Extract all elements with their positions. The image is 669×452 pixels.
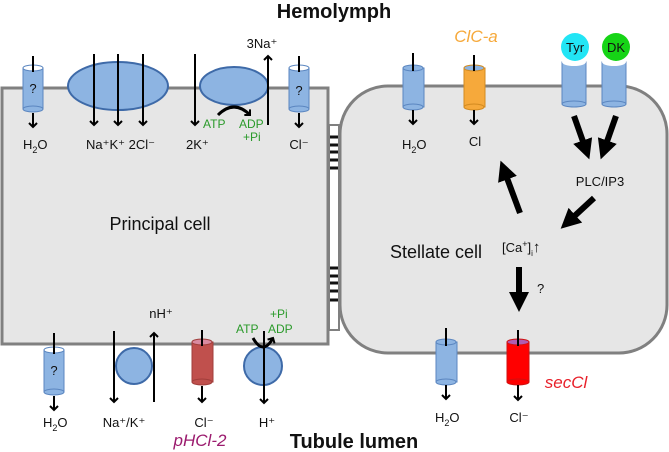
label-h2o-stellate-top: H2O	[402, 137, 427, 155]
label-atp-top: ATP	[203, 117, 225, 131]
label-tyr: Tyr	[566, 40, 585, 55]
label-cl-phcl2: Cl⁻	[194, 415, 213, 430]
seccl-channel	[506, 330, 530, 402]
unknown-channel-mark: ?	[295, 83, 302, 98]
unknown-channel-mark: ?	[29, 81, 36, 96]
title-hemolymph: Hemolymph	[277, 1, 391, 23]
label-phcl2: pHCl-2	[173, 431, 227, 450]
label-plc-ip3: PLC/IP3	[576, 174, 624, 189]
label-h2o-principal-bottom: H2O	[43, 415, 68, 433]
stellate-top-water-channel	[402, 53, 425, 126]
principal-bottom-water-channel: ?	[43, 333, 65, 412]
dk-receptor: DK	[601, 33, 630, 108]
principal-top-water-channel: ?	[22, 56, 44, 129]
label-nh: nH⁺	[149, 306, 172, 321]
label-pi-top: +Pi	[243, 130, 261, 144]
label-cl-principal-top: Cl⁻	[289, 137, 308, 152]
title-tubule-lumen: Tubule lumen	[290, 431, 419, 452]
label-nkcc-ions: Na⁺K⁺ 2Cl⁻	[86, 137, 155, 152]
label-cl-stellate-bottom: Cl⁻	[509, 410, 528, 425]
arrow-calcium-to-clc	[498, 160, 523, 215]
label-2k: 2K⁺	[186, 137, 209, 152]
arrow-plc-to-calcium	[560, 195, 597, 229]
label-unknown-link: ?	[537, 281, 544, 296]
label-adp-bottom: ADP	[268, 322, 293, 336]
nkcc-cotransporter	[67, 54, 169, 127]
label-stellate-cell: Stellate cell	[390, 242, 482, 262]
label-cl-stellate-top: Cl	[469, 134, 481, 149]
phcl2-channel	[191, 330, 214, 404]
principal-top-cl-channel: ?	[288, 56, 310, 129]
label-clc-a: ClC-a	[454, 27, 497, 46]
principal-cell	[0, 86, 330, 346]
label-atp-bottom: ATP	[236, 322, 258, 336]
unknown-channel-mark: ?	[50, 363, 57, 378]
label-h-plus: H⁺	[259, 415, 275, 430]
tyramine-receptor: Tyr	[561, 33, 589, 108]
clc-a-channel	[463, 55, 486, 126]
label-calcium: [Ca+]i↑	[502, 239, 540, 258]
label-principal-cell: Principal cell	[109, 214, 210, 234]
label-dk: DK	[607, 40, 625, 55]
v-atpase	[243, 331, 283, 405]
arrow-tyr-to-plc	[571, 115, 593, 160]
stellate-bottom-water-channel	[435, 328, 458, 401]
label-seccl: secCl	[545, 373, 589, 392]
nhe-exchanger	[109, 331, 159, 404]
label-h2o-stellate-bottom: H2O	[435, 410, 460, 428]
arrow-dk-to-plc	[597, 115, 619, 160]
label-3na: 3Na⁺	[247, 36, 278, 51]
label-adp-top: ADP	[239, 117, 264, 131]
cell-junction	[328, 124, 340, 331]
na-k-atpase	[190, 54, 273, 127]
label-na-k: Na⁺/K⁺	[103, 415, 146, 430]
label-h2o-principal-top: H2O	[23, 137, 48, 155]
stellate-cell	[338, 84, 669, 355]
label-pi-bottom: +Pi	[270, 307, 288, 321]
